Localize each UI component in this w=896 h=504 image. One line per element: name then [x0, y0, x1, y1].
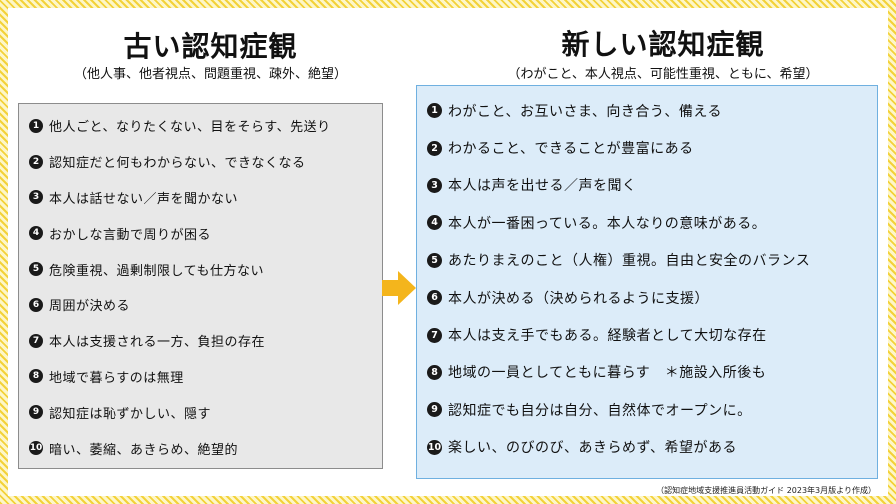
circled-number-icon: 10 [427, 439, 442, 455]
new-view-title: 新しい認知症観 [561, 28, 765, 61]
circled-number-icon: 1 [29, 118, 43, 133]
list-item: 7 本人は支え手でもある。経験者として大切な存在 [427, 316, 877, 353]
list-item: 4 おかしな言動で周りが困る [29, 215, 382, 251]
list-item-text: おかしな言動で周りが困る [49, 227, 212, 243]
list-item-text: 危険重視、過剰制限しても仕方ない [49, 263, 264, 279]
circled-number-icon: 6 [29, 297, 43, 312]
list-item: 4 本人が一番困っている。本人なりの意味がある。 [427, 204, 877, 241]
list-item-text: 認知症は恥ずかしい、隠す [49, 406, 212, 422]
circled-number-icon: 1 [427, 103, 442, 119]
list-item: 6 本人が決める（決められるように支援） [427, 279, 877, 316]
list-item: 7 本人は支援される一方、負担の存在 [29, 323, 382, 359]
list-item: 9 認知症は恥ずかしい、隠す [29, 394, 382, 430]
circled-number-icon: 9 [29, 405, 43, 420]
list-item: 5 危険重視、過剰制限しても仕方ない [29, 251, 382, 287]
circled-number-icon: 8 [29, 369, 43, 384]
list-item-text: 本人が一番困っている。本人なりの意味がある。 [448, 215, 767, 232]
circled-number-icon: 3 [29, 190, 43, 205]
circled-number-icon: 9 [427, 402, 442, 418]
list-item: 5 あたりまえのこと（人権）重視。自由と安全のバランス [427, 242, 877, 279]
circled-number-icon: 5 [29, 262, 43, 277]
circled-number-icon: 7 [427, 327, 442, 343]
list-item: 2 認知症だと何もわからない、できなくなる [29, 144, 382, 180]
list-item: 2 わかること、できることが豊富にある [427, 129, 877, 166]
circled-number-icon: 10 [29, 441, 43, 456]
old-view-box: 1 他人ごと、なりたくない、目をそらす、先送り 2 認知症だと何もわからない、できな… [18, 103, 383, 469]
list-item-text: 周囲が決める [49, 299, 131, 315]
list-item-text: 他人ごと、なりたくない、目をそらす、先送り [49, 120, 331, 136]
circled-number-icon: 4 [427, 215, 442, 231]
new-view-subtitle: （わがこと、本人視点、可能性重視、ともに、希望） [507, 67, 819, 82]
right-arrow-icon [382, 271, 416, 305]
circled-number-icon: 4 [29, 226, 43, 241]
list-item-text: 楽しい、のびのび、あきらめず、希望がある [448, 440, 738, 457]
list-item-text: わかること、できることが豊富にある [448, 141, 694, 158]
list-item-text: 本人は話せない／声を聞かない [49, 191, 239, 207]
list-item-text: 本人は支え手でもある。経験者として大切な存在 [448, 328, 767, 345]
list-item: 1 他人ごと、なりたくない、目をそらす、先送り [29, 108, 382, 144]
list-item-text: 認知症だと何もわからない、できなくなる [49, 156, 306, 172]
old-view-list: 1 他人ごと、なりたくない、目をそらす、先送り 2 認知症だと何もわからない、できな… [19, 104, 382, 466]
circled-number-icon: 2 [29, 154, 43, 169]
list-item: 8 地域の一員としてともに暮らす ＊施設入所後も [427, 354, 877, 391]
list-item: 10 楽しい、のびのび、あきらめず、希望がある [427, 429, 877, 466]
list-item-text: 本人は声を出せる／声を聞く [448, 178, 637, 195]
list-item-text: 本人は支援される一方、負担の存在 [49, 335, 266, 351]
list-item-text: 地域で暮らすのは無理 [49, 370, 184, 386]
circled-number-icon: 3 [427, 177, 442, 193]
list-item-text: 認知症でも自分は自分、自然体でオープンに。 [448, 402, 752, 419]
list-item-text: 地域の一員としてともに暮らす ＊施設入所後も [448, 365, 767, 382]
circled-number-icon: 7 [29, 333, 43, 348]
list-item-text: 本人が決める（決められるように支援） [448, 290, 709, 307]
list-item: 10 暗い、萎縮、あきらめ、絶望的 [29, 430, 382, 466]
circled-number-icon: 5 [427, 252, 442, 268]
list-item: 3 本人は声を出せる／声を聞く [427, 167, 877, 204]
slide-panel: 古い認知症観 （他人事、他者視点、問題重視、疎外、絶望） 新しい認知症観 （わが… [8, 8, 888, 496]
list-item-text: わがこと、お互いさま、向き合う、備える [448, 103, 722, 120]
circled-number-icon: 2 [427, 140, 442, 156]
circled-number-icon: 8 [427, 364, 442, 380]
list-item: 3 本人は話せない／声を聞かない [29, 180, 382, 216]
old-view-subtitle: （他人事、他者視点、問題重視、疎外、絶望） [73, 67, 347, 82]
list-item: 8 地域で暮らすのは無理 [29, 359, 382, 395]
list-item-text: 暗い、萎縮、あきらめ、絶望的 [49, 442, 239, 458]
list-item: 9 認知症でも自分は自分、自然体でオープンに。 [427, 391, 877, 428]
list-item-text: あたりまえのこと（人権）重視。自由と安全のバランス [448, 253, 811, 270]
list-item: 1 わがこと、お互いさま、向き合う、備える [427, 92, 877, 129]
circled-number-icon: 6 [427, 290, 442, 306]
old-view-title: 古い認知症観 [123, 30, 298, 63]
list-item: 6 周囲が決める [29, 287, 382, 323]
source-note: （認知症地域支援推進員活動ガイド 2023年3月版より作成） [656, 486, 876, 495]
